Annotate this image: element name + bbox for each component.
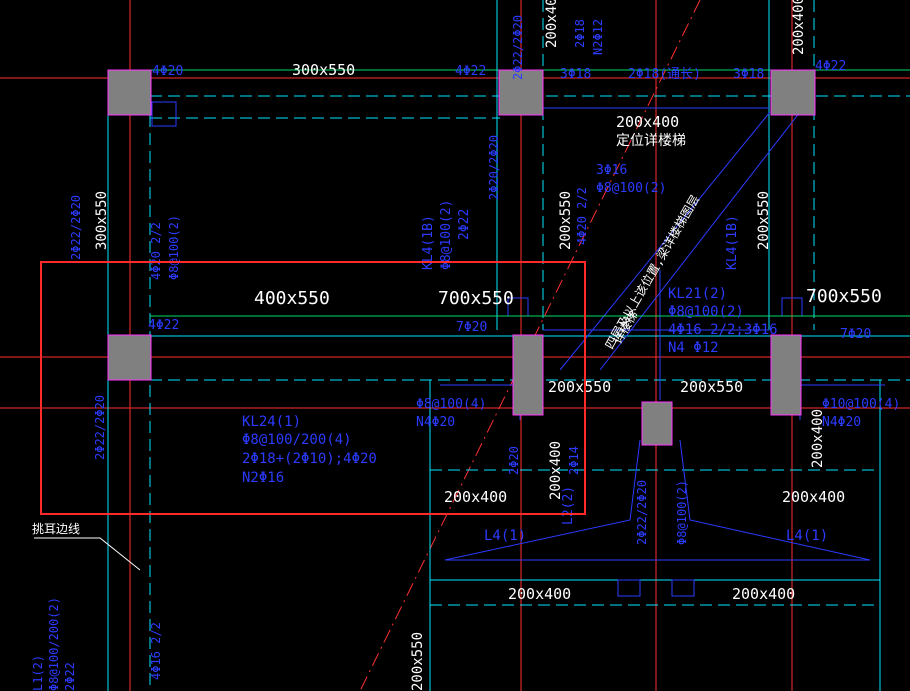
label-200x400-topright: 200x400 [791, 0, 807, 55]
label-200x400-low1: 200x400 [444, 488, 507, 506]
label-400x550: 400x550 [254, 288, 330, 309]
column-a2 [107, 334, 152, 381]
label-200x550-a: 200x550 [548, 378, 611, 396]
kl21-stirrup: Φ8@100(2) [668, 304, 744, 320]
blue-slope-right [679, 439, 871, 561]
rebar-row-4phi22: 4Φ22 [148, 318, 179, 333]
rebar-mid-stirrup: Φ8@100(2) [596, 181, 666, 196]
kl24-stirrup: Φ8@100/200(4) [242, 432, 352, 448]
rebar-row-7phi20-b: 7Φ20 [840, 327, 871, 342]
rebar-st-right: Φ10@100(4) [822, 397, 900, 412]
rebar-bl-top: 2Φ22 [63, 662, 77, 691]
label-leader-note: 挑耳边线 [32, 522, 80, 536]
label-300x550-top: 300x550 [292, 61, 355, 79]
kl24-label: KL24(1) [242, 414, 301, 430]
rebar-l2-label: L2(2) [561, 486, 576, 525]
label-200x400-bot2: 200x400 [732, 585, 795, 603]
rebar-v-left-b: 2Φ22/2Φ20 [93, 395, 107, 460]
column-b2 [512, 334, 544, 416]
rebar-v-center-a: 2Φ22/2Φ20 [635, 480, 649, 545]
rebar-row-7phi20-a: 7Φ20 [456, 320, 487, 335]
label-200x550-mid2: 200x550 [756, 191, 772, 250]
label-700x550-right: 700x550 [806, 286, 882, 307]
label-200x400-center: 200x400 [616, 113, 679, 131]
blue-diag-1 [559, 111, 771, 371]
label-stair-note: 定位详楼梯 [616, 133, 686, 149]
rebar-st-right-n: N4Φ20 [822, 415, 861, 430]
label-200x550-bottom: 200x550 [410, 632, 426, 691]
rebar-v-mid-a: 2Φ20/2Φ20 [487, 135, 501, 200]
label-200x400-v: 200x400 [548, 441, 564, 500]
leader-line [34, 537, 141, 571]
rebar-v-low-b: 2Φ14 [567, 446, 581, 475]
rebar-l4-b: L4(1) [786, 528, 828, 544]
rebar-3phi18-b: 3Φ18 [733, 67, 764, 82]
rebar-v-left-c: 4Φ20 2/2 [149, 222, 163, 280]
rebar-l4-a: L4(1) [484, 528, 526, 544]
rebar-v-center-b: Φ8@100(2) [675, 480, 689, 545]
kl21-top: 4Φ16 2/2;3Φ16 [668, 322, 778, 338]
rebar-v-mid-b: 4Φ20 2/2 [575, 187, 589, 245]
rebar-v-top3: N2Φ12 [591, 19, 605, 55]
column-c1 [770, 69, 816, 116]
rebar-st-left: Φ8@100(4) [416, 397, 486, 412]
rebar-4phi22: 4Φ22 [455, 64, 486, 79]
label-700x550-left: 700x550 [438, 288, 514, 309]
kl24-top: 2Φ18+(2Φ10);4Φ20 [242, 451, 377, 467]
blue-beam-outlines [151, 101, 885, 597]
rebar-v-top2: 2Φ18 [573, 19, 587, 48]
rebar-v-top1: 2Φ22/2Φ20 [511, 15, 525, 80]
columns [107, 69, 816, 446]
kl21-side: N4 Φ12 [668, 340, 719, 356]
column-a1 [107, 69, 152, 116]
label-200x550-mid1: 200x550 [558, 191, 574, 250]
label-200x400-toprow: 200x400 [544, 0, 560, 48]
label-200x400-bot1: 200x400 [508, 585, 571, 603]
blue-notch-1 [617, 579, 641, 597]
label-300x550-left: 300x550 [94, 191, 110, 250]
rebar-4phi22-r: 4Φ22 [815, 59, 846, 74]
column-d2 [641, 401, 673, 446]
rebar-v-left-d: Φ8@100(2) [167, 215, 181, 280]
rebar-bl-label: L1(2) [31, 655, 45, 691]
label-200x400-low2: 200x400 [782, 488, 845, 506]
kl4-stirrup: Φ8@100(2) [439, 200, 454, 270]
kl4r-label: KL4(1B) [725, 215, 740, 270]
rebar-bl-stirrup: Φ8@100/200(2) [47, 597, 61, 691]
rebar-2phi18: 2Φ18(通长) [628, 67, 701, 82]
kl24-side: N2Φ16 [242, 470, 284, 486]
selection-rectangle[interactable] [40, 261, 586, 515]
rebar-v-left-a: 2Φ22/2Φ20 [69, 195, 83, 260]
rebar-mid-3phi16: 3Φ16 [596, 163, 627, 178]
blue-slope-left [444, 439, 641, 561]
rebar-st-left-n: N4Φ20 [416, 415, 455, 430]
label-200x400-rv: 200x400 [810, 409, 826, 468]
column-b1 [498, 69, 544, 116]
rebar-v-low-a: 2Φ20 [507, 446, 521, 475]
rebar-v-left-e: 4Φ16 2/2 [149, 622, 163, 680]
label-200x550-b: 200x550 [680, 378, 743, 396]
rebar-4phi20: 4Φ20 [152, 64, 183, 79]
kl4-top: 2Φ22 [457, 209, 472, 240]
blue-notch-2 [671, 579, 695, 597]
column-c2 [770, 334, 802, 416]
kl4-label: KL4(1B) [421, 215, 436, 270]
rebar-annotations-vertical: 2Φ22/2Φ20 2Φ18 N2Φ12 KL4(1B) Φ8@100(2) 2… [31, 15, 740, 691]
kl21-label: KL21(2) [668, 286, 727, 302]
blue-diag-2 [599, 111, 801, 371]
rebar-3phi18-a: 3Φ18 [560, 67, 591, 82]
rebar-annotations: 4Φ20 4Φ22 3Φ18 2Φ18(通长) 3Φ18 4Φ22 3Φ16 Φ… [148, 59, 900, 544]
blue-notch-3 [151, 101, 177, 127]
